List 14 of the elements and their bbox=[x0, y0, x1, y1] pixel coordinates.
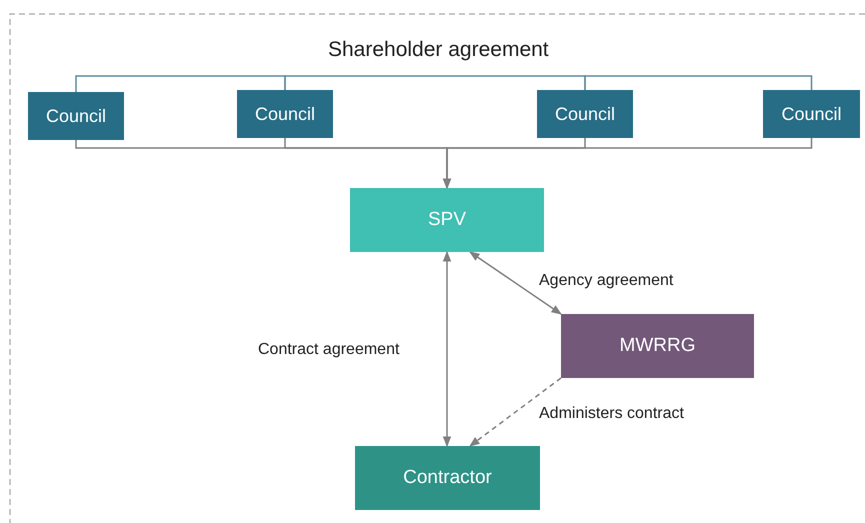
arrow bbox=[442, 250, 452, 448]
arrow bbox=[469, 251, 562, 315]
connector-line bbox=[284, 75, 586, 90]
arrow bbox=[469, 377, 562, 447]
arrow bbox=[442, 138, 812, 190]
contractor-box: Contractor bbox=[355, 446, 540, 510]
mwrrg-box: MWRRG bbox=[561, 314, 754, 378]
council-box: Council bbox=[237, 90, 333, 138]
connector-line bbox=[584, 75, 812, 90]
spv-box: SPV bbox=[350, 188, 544, 252]
council-box: Council bbox=[763, 90, 860, 138]
council-box: Council bbox=[537, 90, 633, 138]
council-box: Council bbox=[28, 92, 124, 140]
connector-line bbox=[75, 75, 286, 92]
